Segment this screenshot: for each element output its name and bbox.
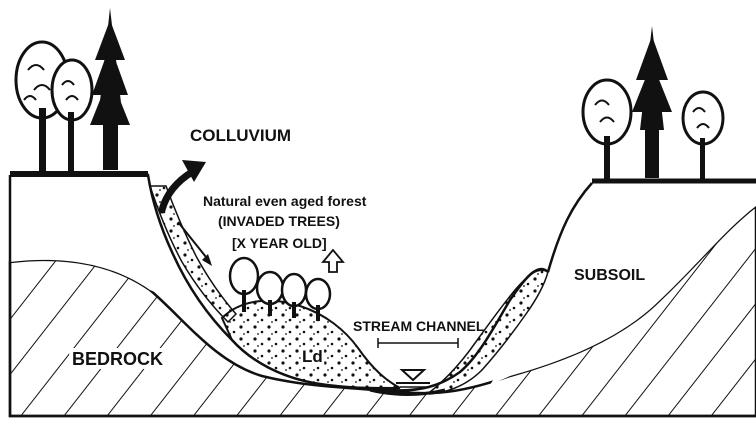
water-level-icon <box>396 370 430 387</box>
stream-channel-label: STREAM CHANNEL <box>353 318 485 334</box>
bedrock-label: BEDROCK <box>72 349 163 369</box>
stream-channel-indicator <box>378 338 458 348</box>
conifer-tree-icon <box>90 8 130 170</box>
forest-label-line1: Natural even aged forest <box>203 193 367 209</box>
forest-label-line2: (INVADED TREES) <box>218 213 340 229</box>
conifer-tree-icon <box>632 26 672 178</box>
forest-age-label: [X YEAR OLD] <box>232 235 327 251</box>
subsoil-label: SUBSOIL <box>574 267 645 284</box>
colluvium-label: COLLUVIUM <box>190 126 291 145</box>
growth-arrow-icon <box>323 250 343 272</box>
deciduous-tree-icon <box>16 42 92 172</box>
deposit-label: Ld <box>302 347 323 366</box>
